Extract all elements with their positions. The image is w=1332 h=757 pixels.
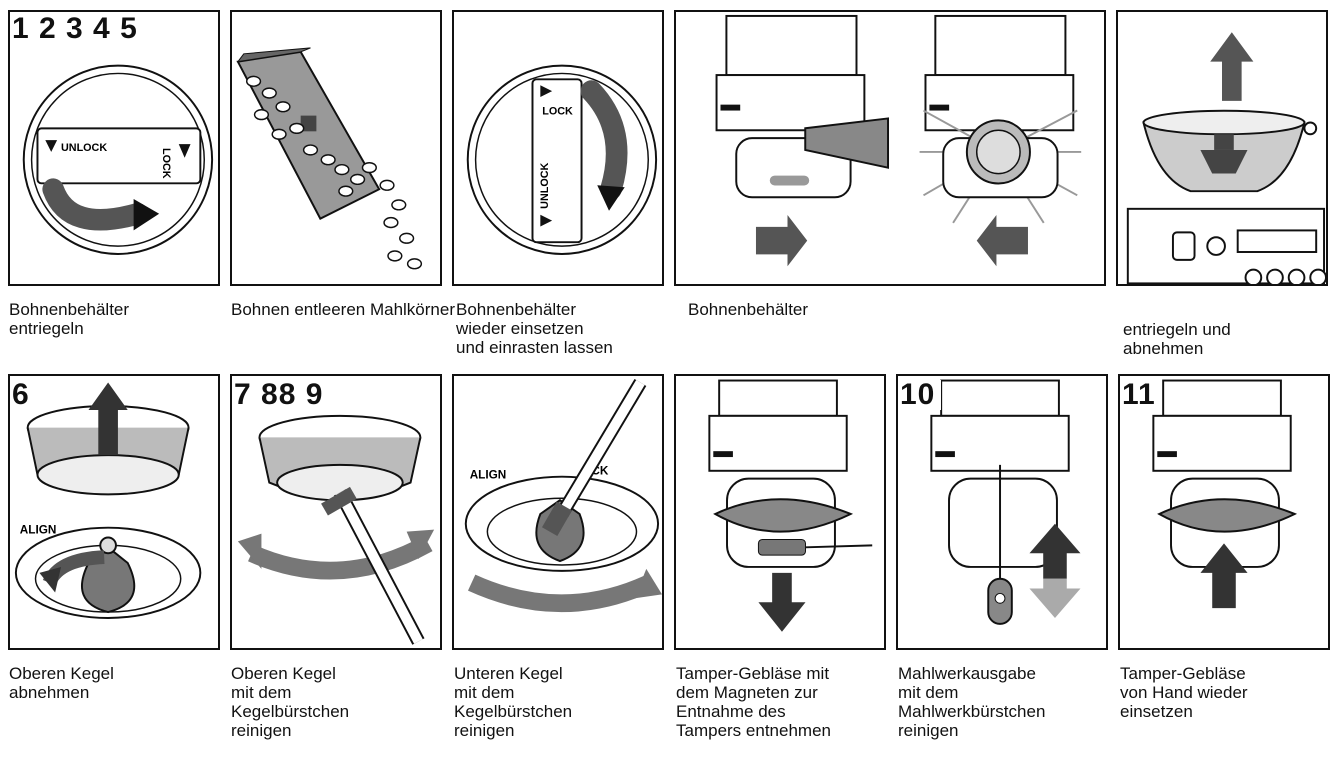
panel-clean-grind-outlet [896,374,1108,650]
lock-dial-illustration: LOCK UNLOCK [466,64,658,255]
caption-clean-grind-outlet: Mahlwerkausgabe mit dem Mahlwerkbürstche… [898,664,1046,740]
coffee-beans-icon [245,75,423,270]
caption-remove-upper-burr: Oberen Kegel abnehmen [9,664,114,702]
rotate-arrow-icon [133,199,160,231]
brush-icon [321,486,357,516]
caption-hopper: Bohnenbehälter [688,300,809,319]
panel-remove-hopper [1116,10,1328,286]
arrow-up-icon [1029,523,1081,579]
panel-empty-beans [230,10,442,286]
arrow-up-icon [1200,543,1248,609]
arrow-up-icon [1210,32,1254,101]
panel-remove-upper-burr: ALIGN [8,374,220,650]
caption-remove-hopper: entriegeln und abnehmen [1123,320,1231,358]
caption-clean-lower-burr: Unteren Kegel mit dem Kegelbürstchen rei… [454,664,573,740]
panel-hopper-slide [674,10,1106,286]
panel-reinsert-tamper [1118,374,1330,650]
reinsert-tamper-illustration [1152,379,1298,609]
caption-clean-upper-burr: Oberen Kegel mit dem Kegelbürstchen rein… [231,664,350,740]
remove-upper-burr-illustration: ALIGN [14,382,202,619]
step-number-11: 11 [1122,380,1162,410]
rotate-arrow-icon [39,566,62,593]
step-numbers-1-5: 1 2 3 4 5 [12,14,144,44]
caption-unlock-hopper: Bohnenbehälter entriegeln [9,300,130,338]
panel-unlock-dial: UNLOCK LOCK [8,10,220,286]
caption-reinsert-tamper: Tamper-Gebläse von Hand wieder einsetzen [1120,664,1248,721]
rotate-arrow-icon [597,185,625,211]
lock-label: LOCK [160,148,172,179]
arrow-down-icon [758,572,806,632]
panel-lock-dial: LOCK UNLOCK [452,10,664,286]
align-label: ALIGN [470,469,507,482]
panel-remove-tamper [674,374,886,650]
unlock-label: UNLOCK [539,163,551,209]
panel-clean-lower-burr: ALIGN CK [452,374,664,650]
unlock-label: UNLOCK [61,142,107,154]
clean-upper-burr-illustration [237,414,435,645]
brush-icon [542,501,573,537]
unlock-dial-illustration: UNLOCK LOCK [22,64,214,255]
hopper-slide-illustration [715,14,1082,267]
arrow-down-icon [1029,578,1081,618]
panel-clean-upper-burr [230,374,442,650]
align-label: ALIGN [20,524,57,537]
step-number-10: 10 [900,380,942,410]
lock-label: LOCK [542,106,573,118]
remove-hopper-illustration [1126,32,1326,284]
arrow-left-icon [976,215,1028,267]
step-number-6: 6 [12,380,36,410]
clean-grind-outlet-illustration [930,379,1081,625]
empty-beans-illustration [236,47,423,270]
step-numbers-7-9: 7 88 9 [234,380,330,410]
remove-tamper-illustration [708,379,873,632]
arrow-right-icon [755,215,808,267]
caption-remove-tamper: Tamper-Gebläse mit dem Magneten zur Entn… [676,664,831,740]
caption-reinsert-hopper: Bohnenbehälter wieder einsetzen und einr… [456,300,613,357]
clean-lower-burr-illustration: ALIGN CK [464,378,662,613]
